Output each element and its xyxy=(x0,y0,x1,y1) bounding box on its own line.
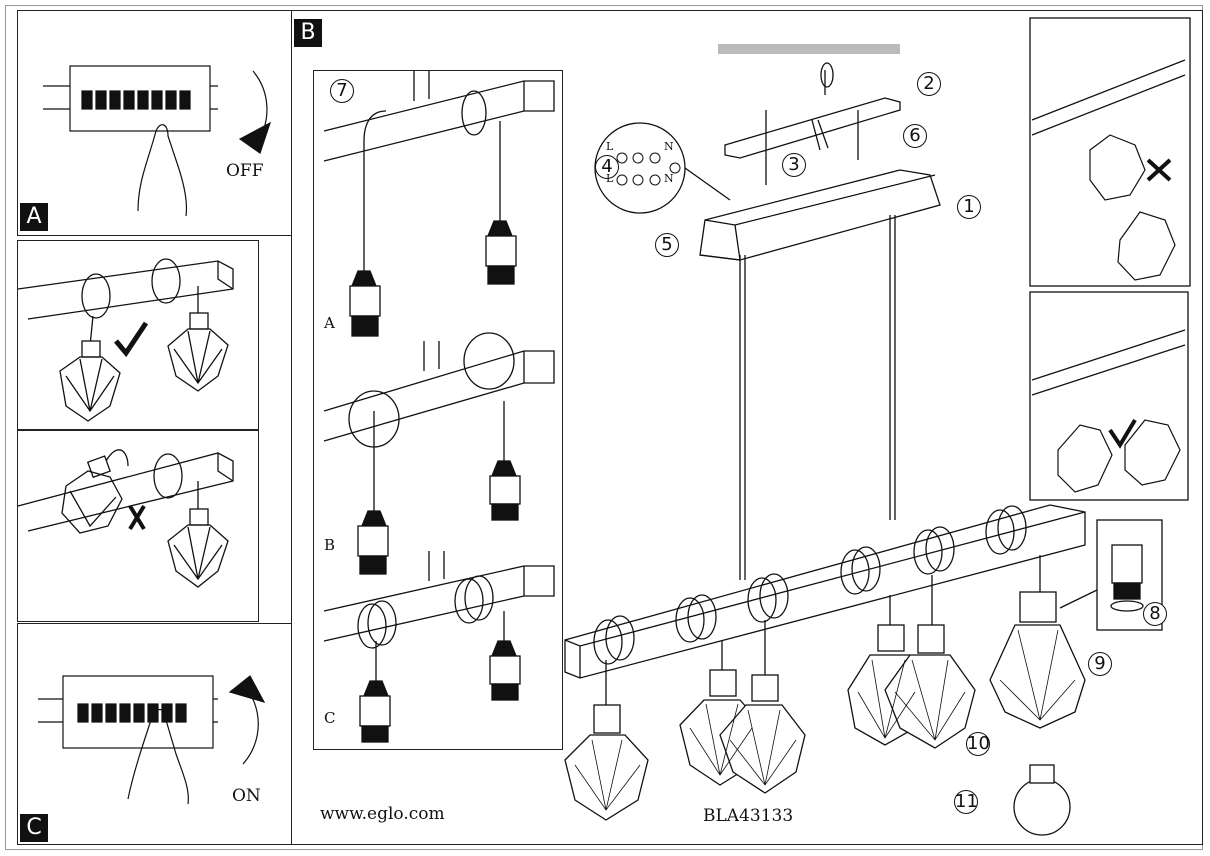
step-3-badge: 3 xyxy=(782,153,806,177)
sub-label-a: A xyxy=(324,314,335,332)
off-label: OFF xyxy=(226,161,264,181)
wrong-hang-illustration xyxy=(17,449,234,588)
step-11-badge: 11 xyxy=(954,790,978,814)
website-label: www.eglo.com xyxy=(320,804,445,824)
inset-step-7: 7 A B C xyxy=(313,70,563,750)
correct-hang-illustration xyxy=(17,258,234,422)
on-label: ON xyxy=(232,786,261,806)
step-5-badge: 5 xyxy=(655,233,679,257)
step-10-badge: 10 xyxy=(966,732,990,756)
panel-c-switch-on: ON C xyxy=(17,623,293,845)
panel-wrong-hang xyxy=(17,430,259,622)
step-9-badge: 9 xyxy=(1088,652,1112,676)
step-8-badge: 8 xyxy=(1143,602,1167,626)
terminal-l-bottom: L xyxy=(606,172,614,185)
terminal-n-bottom: N xyxy=(664,172,674,185)
terminal-n-top: N xyxy=(664,140,674,153)
model-number: BLA43133 xyxy=(703,806,794,826)
panel-correct-hang xyxy=(17,240,259,430)
breaker-off-illustration xyxy=(43,65,272,217)
breaker-on-illustration xyxy=(38,675,266,805)
panel-a-tag: A xyxy=(20,203,48,231)
panel-c-tag: C xyxy=(20,814,48,842)
sub-label-b: B xyxy=(324,536,336,554)
sub-label-c: C xyxy=(324,709,336,727)
step-1-badge: 1 xyxy=(957,195,981,219)
panel-b-tag: B xyxy=(294,19,322,47)
step-2-badge: 2 xyxy=(917,72,941,96)
step-6-badge: 6 xyxy=(903,124,927,148)
terminal-l-top: L xyxy=(606,140,614,153)
step-7-badge: 7 xyxy=(330,79,354,103)
cable-wrap-steps-illustration xyxy=(323,71,555,743)
panel-a-switch-off: OFF A xyxy=(17,10,293,236)
step-4-badge: 4 xyxy=(595,155,619,179)
